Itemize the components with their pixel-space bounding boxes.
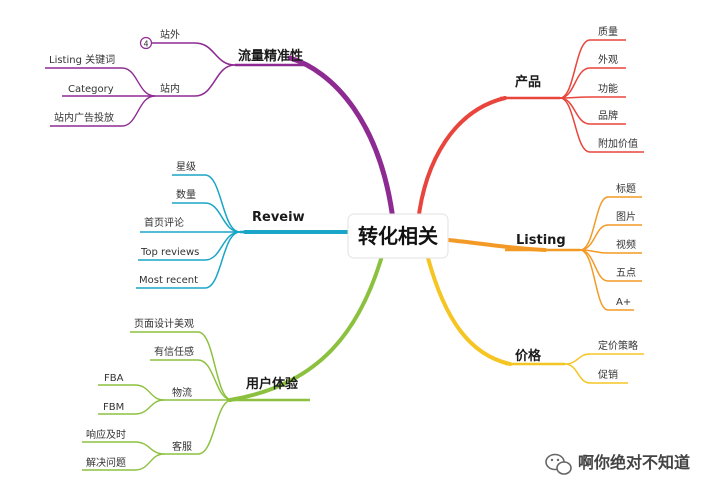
price-label: 价格 — [515, 348, 542, 364]
service-item: 响应及时 — [86, 428, 126, 441]
watermark: 啊你绝对不知道 — [545, 453, 690, 475]
review-item: Most recent — [139, 275, 198, 286]
ux-label: 用户体验 — [245, 376, 299, 392]
traffic-branch: 流量精准性 站外 4 站内 Listing 关键词 Category 站内广告投… — [45, 28, 310, 127]
product-branch: 产品 质量 外观 功能 品牌 附加价值 — [500, 26, 644, 153]
collapsed-count[interactable]: 4 — [144, 40, 149, 49]
review-item: 首页评论 — [144, 216, 184, 229]
listing-label: Listing — [516, 233, 566, 248]
review-item: 星级 — [176, 161, 196, 173]
product-label: 产品 — [515, 74, 541, 90]
ux-branch-line — [228, 254, 384, 402]
onsite-item: Category — [68, 84, 114, 95]
product-item: 外观 — [598, 54, 618, 66]
review-label: Reveiw — [252, 210, 305, 225]
listing-branch: Listing 标题 图片 视频 五点 A+ — [505, 183, 642, 311]
ux-item: 有信任感 — [154, 345, 194, 358]
ux-logistics-label: 物流 — [172, 386, 192, 399]
ux-item: 页面设计美观 — [134, 317, 194, 330]
service-item: 解决问题 — [86, 456, 126, 469]
price-branch-line — [426, 256, 512, 366]
ux-service-label: 客服 — [172, 440, 192, 453]
center-node[interactable]: 转化相关 — [347, 213, 449, 259]
product-item: 附加价值 — [598, 137, 638, 150]
listing-item: A+ — [616, 297, 631, 308]
traffic-label: 流量精准性 — [238, 48, 303, 64]
onsite-item: 站内广告投放 — [54, 111, 114, 124]
collapse-toggle[interactable] — [139, 36, 153, 50]
listing-item: 视频 — [616, 238, 636, 251]
listing-item: 五点 — [616, 267, 636, 279]
listing-item: 图片 — [616, 210, 636, 223]
traffic-offsite-label: 站外 — [160, 28, 180, 41]
logistics-item: FBA — [104, 373, 124, 384]
watermark-text: 啊你绝对不知道 — [578, 453, 690, 472]
review-item: Top reviews — [140, 247, 199, 258]
review-branch: Reveiw 星级 数量 首页评论 Top reviews Most recen… — [136, 161, 310, 289]
traffic-branch-line — [287, 55, 398, 241]
listing-item: 标题 — [616, 183, 636, 195]
price-item: 定价策略 — [598, 339, 638, 352]
wechat-icon — [545, 453, 572, 475]
traffic-onsite-label: 站内 — [160, 82, 180, 95]
ux-branch: 用户体验 页面设计美观 有信任感 物流 FBA FBM 客服 响应及时 解决问题 — [82, 317, 310, 471]
price-branch: 价格 定价策略 促销 — [505, 339, 644, 384]
product-item: 功能 — [598, 82, 618, 95]
product-branch-line — [416, 96, 507, 224]
review-item: 数量 — [176, 188, 196, 201]
center-label: 转化相关 — [358, 224, 438, 248]
product-item: 质量 — [598, 26, 618, 38]
price-item: 促销 — [598, 368, 618, 381]
onsite-item: Listing 关键词 — [49, 53, 115, 66]
product-item: 品牌 — [598, 109, 618, 122]
logistics-item: FBM — [103, 402, 124, 413]
